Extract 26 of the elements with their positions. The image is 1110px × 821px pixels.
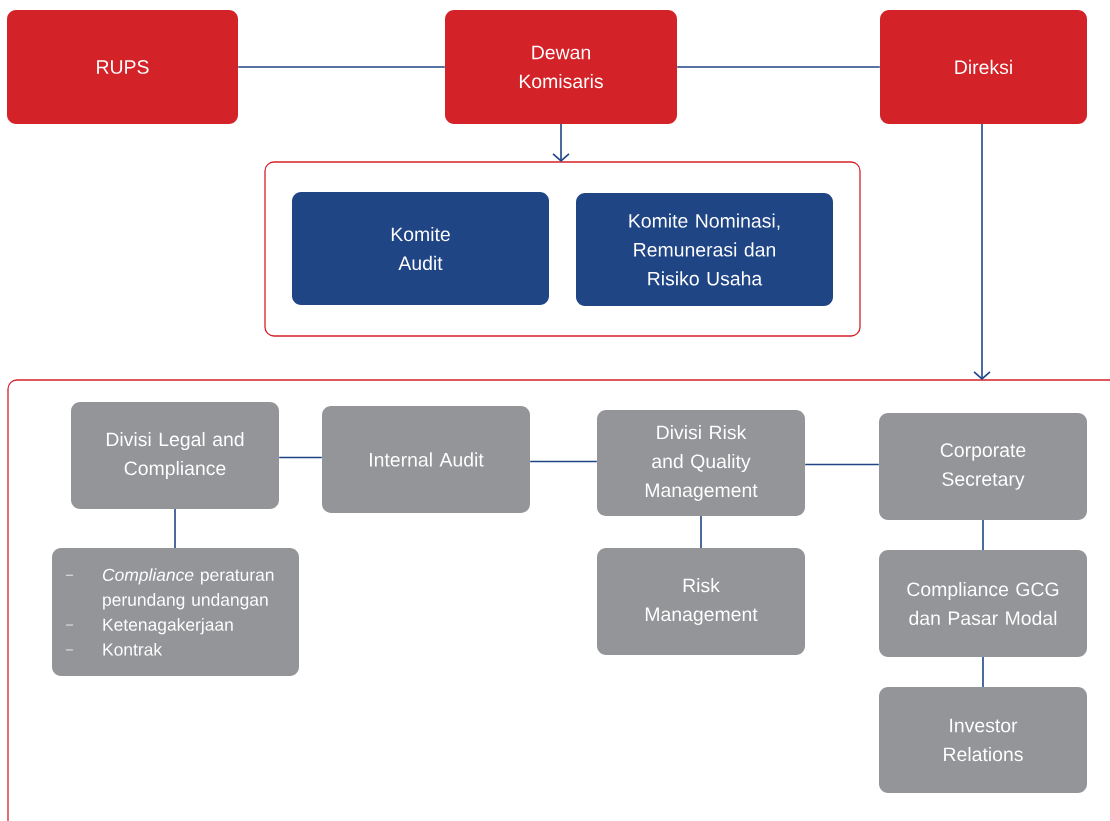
connector bbox=[174, 508, 176, 549]
connector bbox=[237, 66, 446, 68]
unit-box: Risk Management bbox=[597, 548, 805, 655]
unit-box: Internal Audit bbox=[322, 406, 530, 513]
connector bbox=[700, 515, 702, 549]
unit-box: Corporate Secretary bbox=[879, 413, 1087, 520]
connector bbox=[804, 463, 880, 466]
connector bbox=[676, 66, 881, 68]
connector bbox=[529, 460, 598, 463]
unit-box: Compliance GCG dan Pasar Modal bbox=[879, 550, 1087, 657]
unit-box: Divisi Risk and Quality Management bbox=[597, 410, 805, 516]
duty-list-box: Compliance peraturan perundang undangan Ketenagakerjaan Kontrak bbox=[52, 548, 299, 676]
committee-box: Komite Nominasi, Remunerasi dan Risiko Usaha bbox=[576, 193, 833, 306]
connector bbox=[982, 656, 984, 688]
unit-box: Investor Relations bbox=[879, 687, 1087, 793]
unit-box: Divisi Legal and Compliance bbox=[71, 402, 279, 509]
committee-box: Komite Audit bbox=[292, 192, 549, 305]
connector bbox=[552, 123, 570, 162]
group-frame bbox=[7, 379, 1110, 821]
org-box: RUPS bbox=[7, 10, 238, 124]
group-frame bbox=[264, 161, 861, 337]
connector bbox=[973, 123, 991, 380]
connector bbox=[278, 456, 323, 459]
connector bbox=[982, 519, 984, 551]
org-box: Dewan Komisaris bbox=[445, 10, 677, 124]
org-box: Direksi bbox=[880, 10, 1087, 124]
